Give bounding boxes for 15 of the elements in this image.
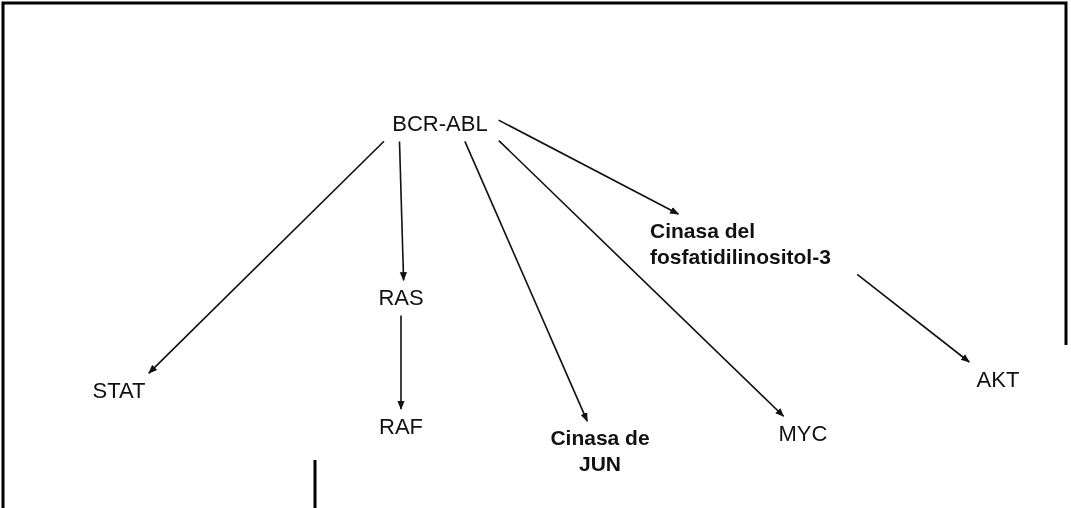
arrow: [464, 140, 588, 422]
node-label: BCR-ABL: [385, 110, 495, 138]
node-label: RAS: [372, 284, 430, 312]
node-label: AKT: [965, 366, 1031, 394]
arrow: [497, 119, 680, 215]
node-label: RAF: [372, 413, 430, 441]
arrow: [397, 314, 405, 410]
arrow: [398, 140, 407, 282]
node-label: MYC: [770, 420, 836, 448]
node-label: Cinasa de JUN: [535, 425, 665, 478]
arrow: [498, 139, 785, 417]
arrow: [856, 273, 970, 363]
arrow: [148, 140, 385, 374]
node-label: STAT: [85, 377, 153, 405]
node-label: Cinasa del fosfatidilinositol-3: [650, 218, 880, 271]
